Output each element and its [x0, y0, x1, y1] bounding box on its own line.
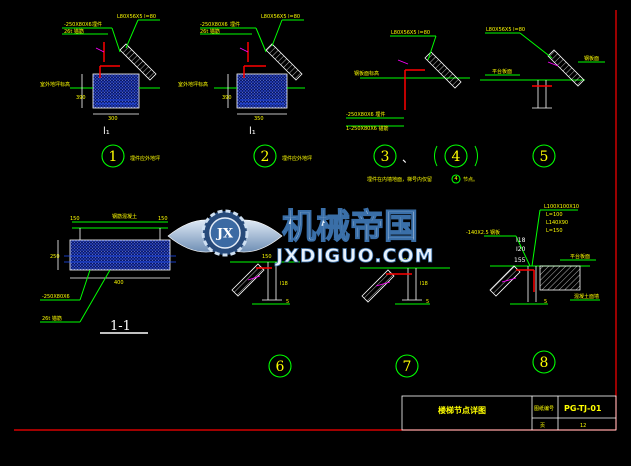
detail-6-callout-circle: [268, 354, 292, 378]
detail-1-number: 1: [109, 149, 118, 165]
d2-label-angle: L80X56X5 l=80: [261, 14, 300, 20]
d1-dim-width: 300: [108, 116, 118, 122]
detail-4-number: 4: [452, 149, 461, 165]
detail-7-callout-circle: [395, 354, 419, 378]
detail-3-number: 3: [381, 149, 390, 165]
s11-dim-height: 250: [50, 254, 60, 260]
detail-8-number: 8: [540, 355, 549, 371]
d7-dim: 100: [400, 258, 410, 264]
title-block: 楼梯节点详图 图纸编号 PG-TJ-01 页 12: [14, 10, 617, 431]
d5-label-angle: L80X56X5 l=80: [486, 27, 525, 33]
d2-label-grade: 室外地坪标高: [178, 81, 208, 88]
d34-note-pre: 埋件在内墙地面，梯号内仅留: [367, 176, 432, 183]
d34-comma: 、: [402, 151, 414, 165]
drawing-code-label: 图纸编号: [534, 405, 554, 412]
page-label: 页: [540, 423, 545, 429]
d7-label-weld: 5: [426, 299, 429, 305]
detail-3-4: L80X56X5 l=80 钢板面标高 -250X80X6 埋件 1-250X8…: [346, 30, 478, 184]
d5-label-plate: 钢板面: [584, 55, 599, 62]
s11-label-concrete: 钢筋混凝土: [112, 213, 137, 220]
d6-label-weld: 5: [286, 299, 289, 305]
d2-label-plate: -250X80X6: [200, 22, 228, 28]
d8-label-steel: 钢板: [490, 229, 500, 236]
watermark-badge: JX: [216, 227, 234, 242]
d1-label-grade: 室外地坪标高: [40, 81, 70, 88]
d1-label-embed: 埋件: [92, 21, 102, 28]
detail-5: L80X56X5 l=80 平台板面 钢板面 5: [480, 27, 605, 168]
d6-dim: 150: [262, 254, 272, 260]
d2-label-embed: 埋件: [230, 21, 240, 28]
d2-caption: 埋件应外地坪: [282, 155, 312, 162]
d8-dim: 155: [514, 257, 526, 264]
d8-label-plate: -140X2.5: [466, 230, 489, 236]
detail-1: -250X80X6 埋件 L80X56X5 l=80 26t 锚筋 室外地坪标高…: [40, 14, 160, 168]
detail-2-number: 2: [261, 149, 270, 165]
d2-label-anchor: 26t 锚筋: [200, 28, 220, 35]
page-number: 12: [580, 423, 586, 429]
d34-label-level: 钢板面标高: [354, 70, 379, 77]
d8-label-wall: 混凝土面墙: [574, 293, 599, 300]
d1-caption: 埋件应外地坪: [130, 155, 160, 162]
s11-dim-right: 150: [158, 216, 168, 222]
s11-label-plate: -250X80X6: [42, 294, 70, 300]
section-1-1: 钢筋混凝土 150 150 -250X80X6 26t 锚筋 250 400 1…: [40, 213, 176, 334]
detail-4-callout-circle: [444, 144, 468, 168]
detail-5-callout-circle: [532, 144, 556, 168]
d6-label-beam: I18: [280, 281, 288, 287]
d5-label-platform: 平台板面: [492, 68, 512, 75]
d8-label-platform: 平台板面: [570, 253, 590, 260]
detail-5-number: 5: [540, 149, 549, 165]
d8-label-i18: I18: [516, 237, 526, 244]
d1-dim-height: 390: [76, 95, 86, 101]
detail-1-callout-circle: [101, 144, 125, 168]
detail-2-callout-circle: [253, 144, 277, 168]
s11-dim-width: 400: [114, 280, 124, 286]
watermark-logo: JX 机械帝国 JXDIGUO.COM: [167, 206, 435, 267]
watermark-en: JXDIGUO.COM: [274, 245, 435, 267]
d34-note-post: 节点。: [463, 177, 478, 183]
s11-dim-left: 150: [70, 216, 80, 222]
d34-label-anchor: 1-250X80X6 锚筋: [346, 125, 389, 132]
watermark-cn: 机械帝国: [282, 207, 418, 247]
section-mark: 1-1: [110, 319, 131, 334]
d2-dim-l1: l₁: [249, 126, 256, 137]
detail-6: 150 I18 5 6: [230, 254, 300, 378]
d2-dim-height: 390: [222, 95, 232, 101]
d34-label-angle: L80X56X5 l=80: [391, 30, 430, 36]
d8-label-angle1: L100X100X10: [544, 204, 579, 210]
detail-8: L100X100X10 L=100 L140X90 L=150 -140X2.5…: [466, 204, 600, 374]
d8-label-weld: 5: [544, 299, 547, 305]
detail-3-callout-circle: [373, 144, 397, 168]
detail-2: -250X80X6 埋件 L80X56X5 l=80 26t 锚筋 室外地坪标高…: [178, 14, 312, 168]
d7-label-beam: I18: [420, 281, 428, 287]
d8-label-len2: L=150: [546, 228, 563, 234]
drawing-code: PG-TJ-01: [564, 404, 602, 413]
detail-8-callout-circle: [532, 350, 556, 374]
drawing-title: 楼梯节点详图: [438, 405, 486, 415]
d1-label-anchor: 26t 锚筋: [64, 28, 84, 35]
d1-label-angle: L80X56X5 l=80: [117, 14, 156, 20]
d34-note-mini-circle: [451, 174, 461, 184]
detail-7: 100 I18 5 7: [360, 258, 450, 378]
detail-7-number: 7: [403, 359, 412, 375]
d1-label-plate: -250X80X6: [64, 22, 92, 28]
d34-note-mini-number: 4: [454, 176, 457, 182]
d8-label-i20: I20: [516, 246, 526, 253]
detail-6-number: 6: [276, 359, 285, 375]
s11-label-anchor: 26t 锚筋: [42, 315, 62, 322]
d8-label-angle2: L140X90: [546, 220, 568, 226]
d8-label-len1: L=100: [546, 212, 563, 218]
d34-label-embed: -250X80X6 埋件: [346, 111, 385, 118]
d1-dim-l1: l₁: [103, 126, 110, 137]
d2-dim-width: 350: [254, 116, 264, 122]
